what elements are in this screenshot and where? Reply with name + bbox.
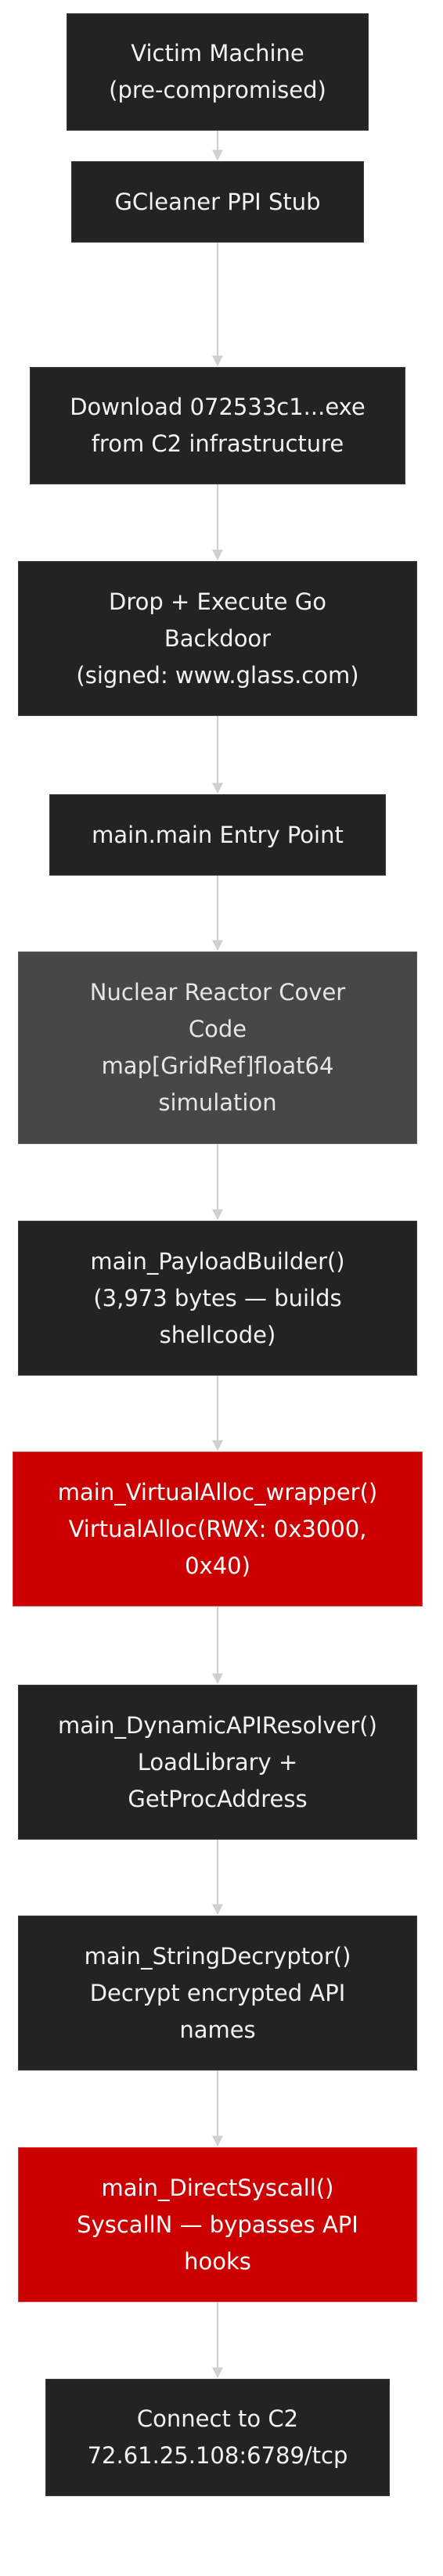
node-label-line: simulation bbox=[158, 1089, 277, 1116]
node-label-line: hooks bbox=[184, 2247, 251, 2275]
node-label-line: names bbox=[179, 2016, 256, 2043]
node-label-line: map[GridRef]float64 bbox=[101, 1052, 334, 1079]
node-label-line: GetProcAddress bbox=[128, 1785, 308, 1812]
node-label-line: Nuclear Reactor Cover bbox=[89, 979, 346, 1006]
node-label-line: main_VirtualAlloc_wrapper() bbox=[57, 1478, 378, 1506]
node-label-line: main_StringDecryptor() bbox=[84, 1942, 351, 1970]
flow-node-n10: main_StringDecryptor() Decrypt encrypted … bbox=[18, 1916, 417, 2071]
node-label-line: shellcode) bbox=[159, 1321, 276, 1348]
node-label-line: Download 072533c1...exe bbox=[70, 394, 366, 420]
node-label-line: Backdoor bbox=[164, 624, 272, 652]
flow-node-n11: main_DirectSyscall() SyscallN — bypasses … bbox=[18, 2147, 417, 2302]
flow-node-n9: main_DynamicAPIResolver() LoadLibrary + Ge… bbox=[18, 1685, 417, 1840]
node-label-line: (signed: www.glass.com) bbox=[76, 661, 359, 689]
node-label-line: (pre-compromised) bbox=[109, 77, 326, 103]
node-label-line: from C2 infrastructure bbox=[91, 430, 344, 457]
flow-node-n1: Victim Machine (pre-compromised) bbox=[67, 13, 369, 131]
node-label-line: main_DynamicAPIResolver() bbox=[58, 1711, 377, 1739]
flow-node-n3: Download 072533c1...exe from C2 infrastru… bbox=[30, 367, 405, 484]
node-label-line: 72.61.25.108:6789/tcp bbox=[87, 2442, 348, 2469]
flow-node-n2: GCleaner PPI Stub bbox=[71, 161, 364, 243]
node-label-line: main.main Entry Point bbox=[92, 821, 344, 848]
node-label-line: Connect to C2 bbox=[136, 2405, 299, 2432]
node-label-line: 0x40) bbox=[185, 1552, 250, 1579]
flow-node-n7: main_PayloadBuilder() (3,973 bytes — buil… bbox=[18, 1221, 417, 1376]
node-label-line: (3,973 bytes — builds bbox=[93, 1284, 342, 1311]
node-label-line: Decrypt encrypted API bbox=[89, 1979, 346, 2006]
node-label-line: Drop + Execute Go bbox=[109, 588, 326, 615]
node-label-line: SyscallN — bypasses API bbox=[77, 2211, 358, 2238]
node-label-line: Code bbox=[188, 1016, 247, 1042]
node-label-line: LoadLibrary + bbox=[137, 1748, 298, 1775]
flow-node-n12: Connect to C2 72.61.25.108:6789/tcp bbox=[45, 2379, 390, 2496]
node-label-line: main_DirectSyscall() bbox=[101, 2174, 334, 2201]
node-label-line: GCleaner PPI Stub bbox=[114, 188, 321, 215]
flow-node-n8: main_VirtualAlloc_wrapper() VirtualAlloc(… bbox=[13, 1452, 423, 1606]
node-label-line: Victim Machine bbox=[131, 40, 304, 67]
node-label-line: VirtualAlloc(RWX: 0x3000, bbox=[68, 1515, 367, 1542]
flow-node-n4: Drop + Execute Go Backdoor (signed: www.gl… bbox=[18, 561, 417, 716]
flow-node-n5: main.main Entry Point bbox=[49, 794, 386, 876]
node-label-line: main_PayloadBuilder() bbox=[90, 1247, 345, 1275]
